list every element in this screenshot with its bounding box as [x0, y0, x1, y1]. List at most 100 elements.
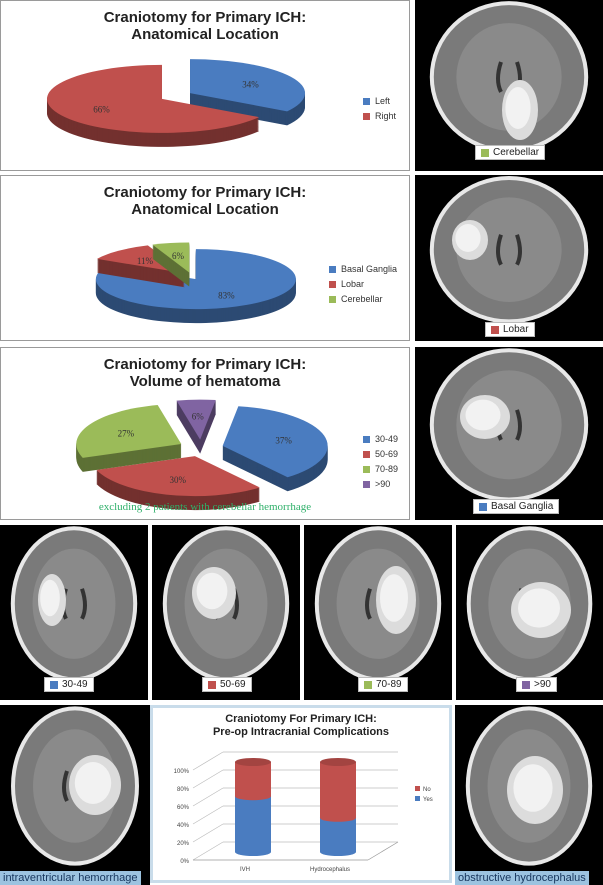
gridline [192, 823, 224, 843]
title-line-1: Craniotomy for Primary ICH: [103, 9, 307, 26]
ct-image [162, 526, 290, 682]
legend-swatch [363, 480, 370, 488]
pie-slice-cerebellar [152, 242, 190, 287]
chart-panel-volume: Craniotomy for Primary ICH: Volume of he… [0, 347, 410, 520]
x-axis [367, 841, 399, 861]
ct-label-text: Basal Ganglia [491, 501, 554, 512]
legend-swatch [363, 450, 370, 458]
legend-swatch [479, 502, 487, 511]
title-line-2: Anatomical Location [131, 26, 279, 44]
ct-scan-cerebellar: Cerebellar [415, 0, 603, 171]
ct-label-text: >90 [534, 679, 551, 690]
chart-title: Craniotomy for Primary ICH: Anatomical L… [1, 9, 409, 44]
legend: 30-49 50-69 70-89 >90 [363, 434, 398, 494]
pie-slice-basal-ganglia [95, 249, 296, 324]
title-line-1: Craniotomy for Primary ICH: [103, 184, 307, 201]
ct-label: Basal Ganglia [473, 499, 560, 514]
legend-label: Left [375, 96, 391, 106]
legend-swatch [481, 148, 489, 157]
ct-image [11, 706, 139, 866]
pie-slice-lobar [97, 245, 185, 288]
legend-label: Cerebellar [341, 294, 383, 304]
legend-item: Left [363, 96, 396, 106]
bar-segment-no-hydrocephalus [320, 758, 356, 822]
data-label: 27% [118, 429, 135, 439]
chart-title: Craniotomy for Primary ICH: Volume of he… [1, 356, 409, 391]
ct-caption: obstructive hydrocephalus [455, 871, 589, 885]
pie-chart: 83% 11% 6% [95, 242, 296, 324]
pie-slice-right [46, 64, 260, 147]
bar-segment-no-ivh [235, 758, 271, 801]
ct-label: >90 [516, 677, 557, 692]
pie-slice-30-49 [222, 406, 328, 492]
ct-image [429, 175, 589, 324]
ct-scan-volume-over-90: >90 [456, 525, 603, 700]
data-label: 6% [172, 251, 185, 261]
legend-item: Cerebellar [329, 294, 397, 304]
ct-label: 70-89 [358, 677, 408, 692]
gridline [192, 751, 224, 771]
ct-label: Lobar [485, 322, 535, 337]
legend-swatch [50, 680, 58, 689]
title-line-2: Volume of hematoma [129, 373, 281, 391]
pie-slice-50-69 [96, 456, 260, 511]
ct-caption: intraventricular hemorrhage [0, 871, 141, 885]
gridline [192, 769, 224, 789]
legend-label: No [423, 787, 431, 793]
legend-label: 30-49 [375, 434, 399, 444]
pie-chart: 34%66% [46, 59, 306, 147]
pie-slice-left [190, 59, 306, 126]
legend-swatch [208, 680, 216, 689]
legend-swatch [329, 265, 336, 273]
y-tick-label: 60% [177, 805, 190, 811]
data-label: 37% [275, 436, 292, 446]
ct-image [466, 526, 593, 682]
title-line-1: Craniotomy For Primary ICH: [225, 713, 377, 725]
y-tick-label: 100% [174, 769, 190, 775]
legend-swatch [329, 295, 336, 303]
data-label: 11% [137, 256, 154, 266]
title-line-1: Craniotomy for Primary ICH: [103, 356, 307, 373]
legend-swatch [363, 465, 370, 473]
y-tick-label: 80% [177, 787, 190, 793]
pie-slice--90 [176, 399, 216, 454]
legend-swatch [522, 680, 530, 689]
legend-label: 50-69 [375, 449, 399, 459]
ct-scan-basal-ganglia: Basal Ganglia [415, 347, 603, 520]
chart-annotation: excluding 2 patients with cerebellar hem… [98, 501, 312, 513]
ct-image [429, 1, 589, 153]
gridline [192, 841, 224, 861]
ct-image [10, 526, 138, 682]
ventricles [496, 234, 522, 266]
ct-image [429, 348, 589, 502]
legend-item: >90 [363, 479, 398, 489]
data-label: 83% [218, 291, 235, 301]
legend-item: Lobar [329, 279, 397, 289]
data-label: 30% [170, 475, 187, 485]
ct-label: Cerebellar [475, 145, 546, 160]
y-tick-label: 20% [177, 841, 190, 847]
chart-title: Craniotomy for Primary ICH: Anatomical L… [1, 184, 409, 219]
gridline [192, 805, 224, 825]
ct-label-text: 30-49 [62, 679, 88, 690]
legend-item: 70-89 [363, 464, 398, 474]
title-line-2: Pre-op Intracranial Complications [212, 725, 390, 738]
data-label: 66% [93, 105, 110, 115]
ct-scan-lobar: Lobar [415, 175, 603, 341]
legend-swatch [363, 112, 370, 120]
legend-swatch [415, 796, 420, 801]
ct-label: 30-49 [44, 677, 94, 692]
chart-panel-location-region: Craniotomy for Primary ICH: Anatomical L… [0, 175, 410, 341]
y-tick-label: 0% [180, 859, 189, 865]
legend-item: 30-49 [363, 434, 398, 444]
legend-label: Basal Ganglia [341, 264, 398, 274]
legend-swatch [415, 786, 420, 791]
ct-image [465, 706, 593, 866]
ct-scan-volume-70-89: 70-89 [304, 525, 452, 700]
gridline [192, 787, 224, 807]
legend-swatch [363, 97, 370, 105]
ct-label-text: Cerebellar [493, 147, 540, 158]
